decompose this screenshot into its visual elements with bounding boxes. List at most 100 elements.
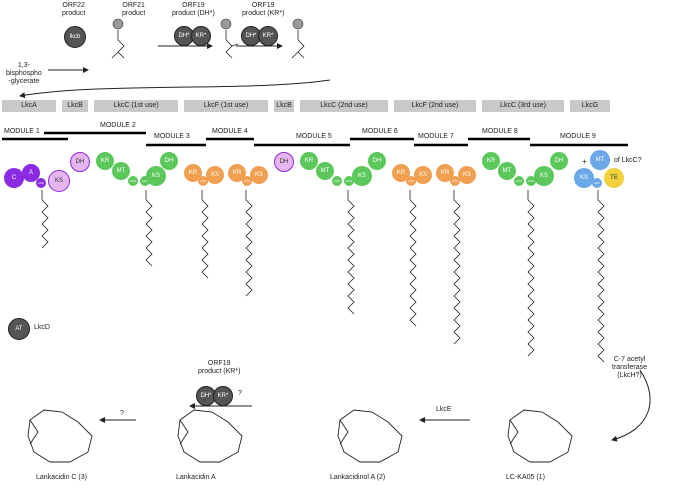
module-6-label: MODULE 6 [362,128,398,135]
orf19-dh-label-line2: product (DH*) [172,10,215,17]
domain-dh-module3: DH [160,152,178,170]
domain-c-module1: C [4,168,24,188]
module-3-label: MODULE 3 [154,133,190,140]
compound-lankacidinol-a: Lankacidinol A (2) [330,474,386,481]
domain-dh-module2a: DH [70,152,90,172]
domain-mt-module5: MT [316,162,334,180]
orf21-label-line2: product [122,10,146,17]
question-mark-2: ? [120,410,124,417]
domain-dh-module9: DH [550,152,568,170]
domain-ks-module8: KS [458,166,476,184]
module-8-label: MODULE 8 [482,128,518,135]
orf21-label-line1: ORF21 [122,2,145,9]
start-label-line2: bisphospho [6,70,42,77]
orf22-label-line2: product [62,10,86,17]
start-label-line1: 1,3- [17,62,30,69]
orf19-kr-bottom-label: ORF19 product (KR*) [198,360,240,376]
arrow-to-lkca [19,79,331,99]
lkce-label: LkcE [436,406,452,413]
domain-mt-module9: MT [590,150,610,170]
c7-label-line2: transferase [612,364,648,371]
orf19-kr-label-line2: product (KR*) [242,10,285,17]
domain-ks-module3: KS [146,166,166,186]
compound-lankacidin-a: Lankacidin A [176,474,216,481]
domain-acp-module2b: ACP [140,176,150,186]
lkcb-domain-icon: lkcb [64,26,86,48]
kr-star-bottom-icon: KR* [213,386,233,406]
gene-box-lkca: LkcA [2,100,56,112]
gene-box-lkcc-1: LkcC (1st use) [94,100,178,112]
domain-acp-module9: ACP [592,178,602,188]
domain-acp-module5: ACP [332,176,342,186]
c7-acetyltransferase-label: C-7 acetyl transferase (LkcH?) [612,356,647,380]
gene-box-lkcb: LkcB [62,100,88,112]
domain-mt-module8: MT [498,162,516,180]
domain-ks-module4: KS [206,166,224,184]
orf19-kr-label: ORF19 product (KR*) [242,2,284,18]
kr-star-domain-icon: KR* [191,26,211,46]
gene-box-lkcf-2: LkcF (2nd use) [394,100,476,112]
gene-box-lkcf-1: LkcF (1st use) [184,100,268,112]
chain-group [41,190,605,363]
module-1-label: MODULE 1 [4,128,40,135]
module-5-label: MODULE 5 [296,133,332,140]
domain-ks-module9: KS [574,168,594,188]
domain-kr-module4: KR [228,164,246,182]
domain-ks-module5: KS [250,166,268,184]
orf19-dh-label: ORF19 product (DH*) [172,2,215,18]
orf22-label-line1: ORF22 [62,2,85,9]
domain-ks-module7: KS [414,166,432,184]
domain-ks-module1: KS [48,170,70,192]
question-mark-1: ? [238,390,242,397]
compound-lankacidin-c: Lankacidin C (3) [36,474,87,481]
domain-acp-module8b: ACP [526,176,536,186]
domain-acp-module3: ACP [198,176,208,186]
domain-at-lkcd: AT [8,318,30,340]
module9-note: of LkcC? [614,157,642,164]
domain-kr-module8: KR [482,152,500,170]
domain-kr-module6: KR [392,164,410,182]
module-9-label: MODULE 9 [560,133,596,140]
lkcd-label: LkcD [34,324,50,331]
orf22-label: ORF22 product [62,2,85,18]
start-label-line3: -glycerate [8,78,40,85]
domain-a-module1: A [22,164,40,182]
domain-ks-module9a: KS [534,166,554,186]
compound-lc-ka05: LC-KA05 (1) [506,474,545,481]
orf19-dh-label-line1: ORF19 [182,2,205,9]
gene-box-lkcc-2: LkcC (2nd use) [300,100,388,112]
orf19-bottom-line1: ORF19 [207,360,231,367]
domain-kr-module3: KR [184,164,202,182]
domain-acp-module1: ACP [36,178,46,188]
domain-acp-module2: ACP [128,176,138,186]
domain-acp-module8: ACP [514,176,524,186]
orf19-bottom-line2: product (KR*) [198,368,241,375]
gene-box-lkcc-3: LkcC (3rd use) [482,100,564,112]
domain-dh-module6: DH [368,152,386,170]
module-2-label: MODULE 2 [100,122,136,129]
start-substrate-label: 1,3- bisphospho -glycerate [6,62,42,86]
domain-acp-module5b: ACP [344,176,354,186]
domain-kr-module5: KR [300,152,318,170]
domain-kr-module7: KR [436,164,454,182]
domain-ks-module6: KS [352,166,372,186]
c7-label-line3: (LkcH?) [617,372,642,379]
orf21-label: ORF21 product [122,2,145,18]
gene-box-lkcg: LkcG [570,100,610,112]
c7-label-line1: C-7 acetyl [613,356,646,363]
domain-kr-module2: KR [96,152,114,170]
orf19-kr-label-line1: ORF19 [251,2,275,9]
macrocycles [27,409,573,463]
domain-acp-module4: ACP [242,176,252,186]
module-4-label: MODULE 4 [212,128,248,135]
domain-te-module9: TE [604,168,624,188]
kr-star-domain-icon-2: KR* [258,26,278,46]
plus-sign: + [582,157,587,166]
domain-dh-module5a: DH [274,152,294,172]
domain-acp-module7: ACP [450,176,460,186]
domain-mt-module2: MT [112,162,130,180]
module-7-label: MODULE 7 [418,133,454,140]
gene-box-lkcb-2: LkcB [274,100,294,112]
